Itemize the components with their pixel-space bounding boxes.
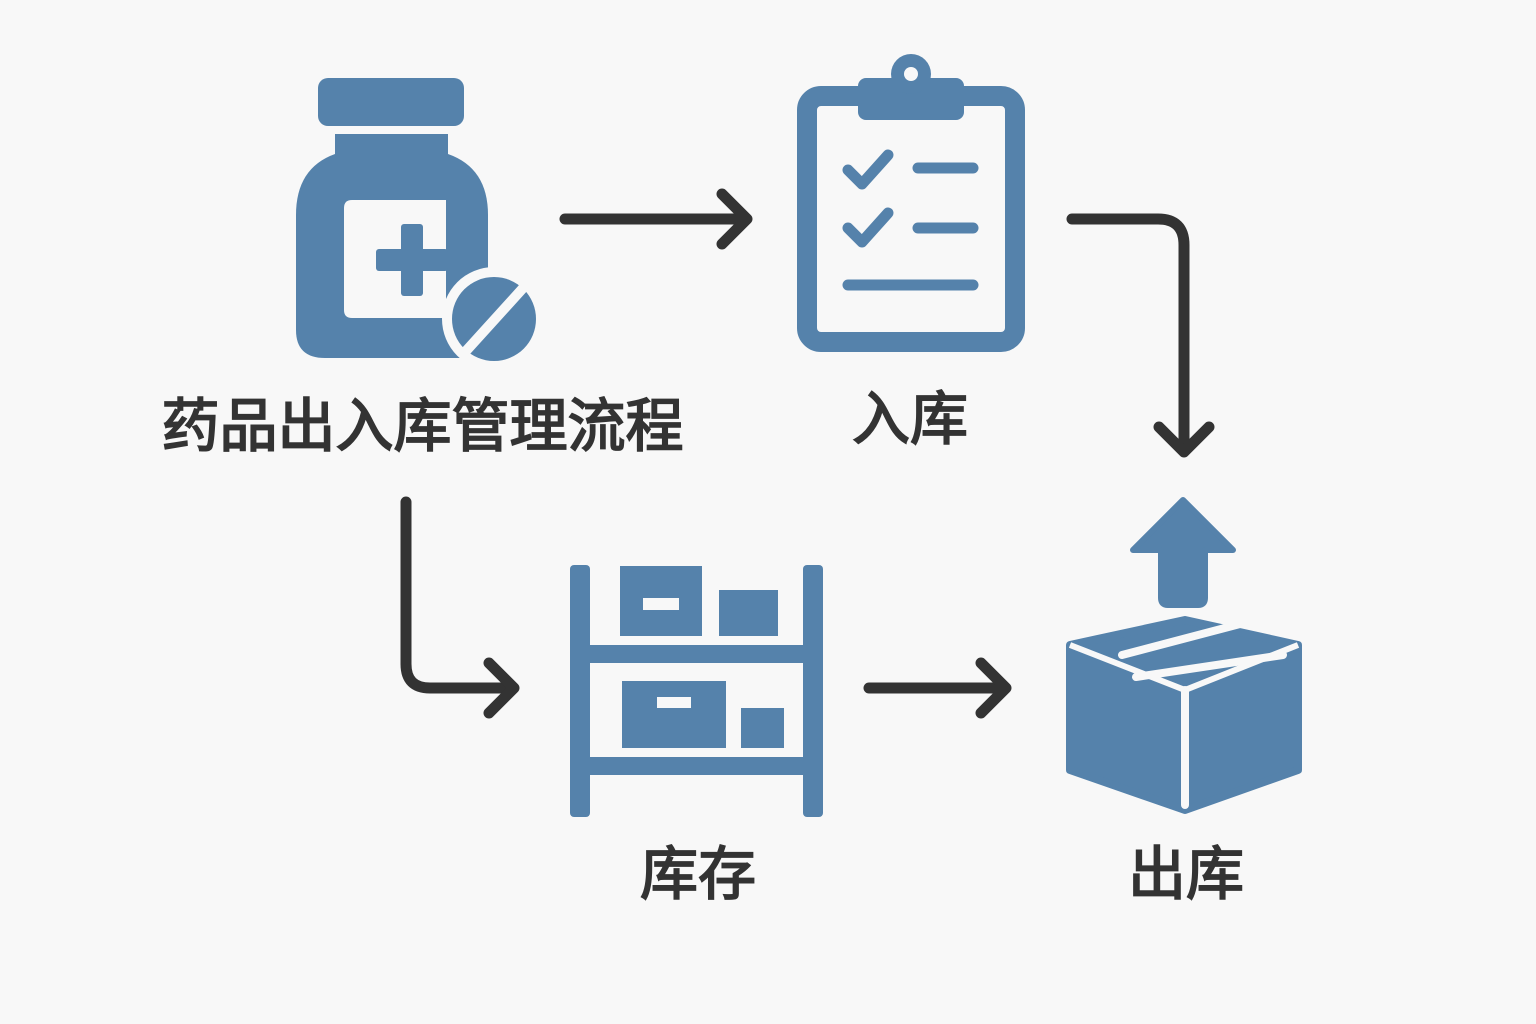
node-label-inbound: 入库 (851, 385, 968, 453)
arrow-start-to-inventory (400, 496, 520, 719)
node-label-inventory: 库存 (639, 840, 756, 908)
box-upload-icon (1066, 497, 1302, 814)
arrow-inventory-to-outbound (863, 657, 1012, 719)
arrow-start-to-inbound (559, 188, 753, 250)
warehouse-shelf-icon (570, 565, 823, 817)
diagram-title: 药品出入库管理流程 (161, 392, 684, 460)
arrow-inbound-to-outbound (1066, 213, 1215, 458)
node-label-outbound: 出库 (1127, 840, 1244, 908)
clipboard-checklist-icon (797, 54, 1025, 352)
medicine-bottle-icon (296, 78, 546, 371)
